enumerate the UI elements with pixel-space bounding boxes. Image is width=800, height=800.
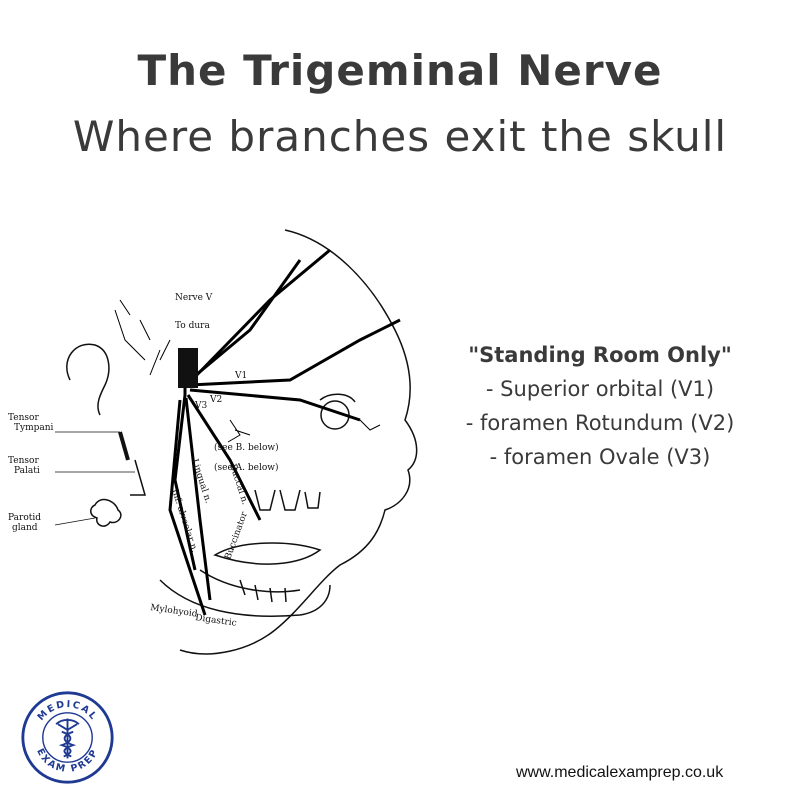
page-subtitle: Where branches exit the skull [72,112,728,161]
label-nerve-v: Nerve V [175,293,213,303]
trigeminal-ganglion [178,348,198,388]
label-buccinator: Buccinator [223,510,250,561]
mnemonic-block: "Standing Room Only" - Superior orbital … [430,338,770,474]
mnemonic-item-v2: - foramen Rotundum (V2) [465,411,735,435]
page-title: The Trigeminal Nerve [137,46,663,95]
label-v3: V3 [194,401,207,411]
label-tensor-tympani-2: Tympani [14,423,54,433]
label-to-dura: To dura [175,321,210,331]
label-parotid-1: Parotid [8,513,41,523]
label-tensor-palati-1: Tensor [8,456,39,466]
label-tensor-palati-2: Palati [14,466,40,476]
trigeminal-nerve-diagram: Nerve V To dura Tensor Tympani Tensor Pa… [8,229,418,655]
mnemonic-item-v3: - foramen Ovale (V3) [489,445,711,469]
mnemonic-heading: "Standing Room Only" [468,343,732,367]
medical-exam-prep-logo: MEDICAL EXAM PREP [21,691,114,784]
label-parotid-2: gland [12,523,38,533]
label-lingual: Lingual n. [189,458,213,505]
website-url[interactable]: www.medicalexamprep.co.uk [516,764,724,781]
label-mylohyoid: Mylohyoid [150,603,199,620]
label-v2: V2 [209,395,222,405]
mnemonic-item-v1: - Superior orbital (V1) [485,377,715,401]
caduceus-icon [55,718,80,759]
label-v1: V1 [234,371,247,381]
label-see-b: (see B. below) [214,442,279,453]
label-see-a: (see A. below) [214,462,278,473]
label-digastric: Digastric [195,613,238,629]
label-tensor-tympani-1: Tensor [8,413,39,423]
